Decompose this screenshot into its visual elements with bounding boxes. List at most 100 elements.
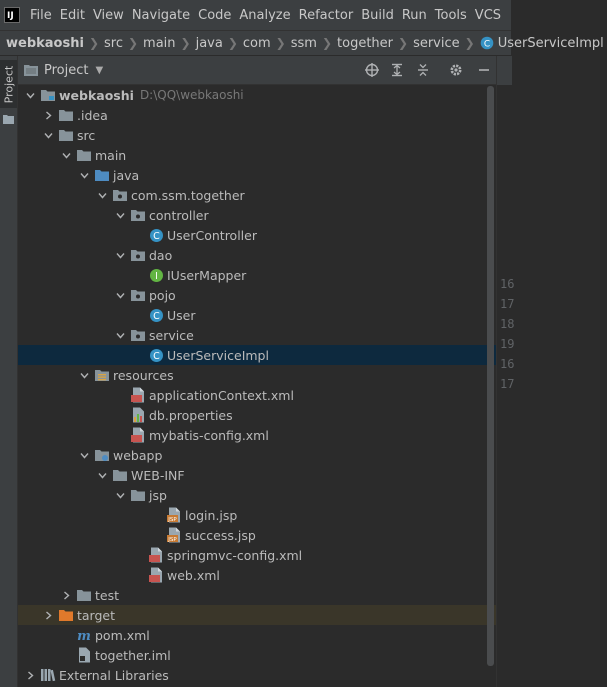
- line-number: 16: [500, 277, 515, 291]
- tree-row[interactable]: com.ssm.together: [18, 185, 496, 205]
- chevron-down-icon[interactable]: [78, 165, 90, 185]
- tree-label: WEB-INF: [131, 467, 185, 483]
- tree-spacer: [132, 345, 144, 365]
- tree-row[interactable]: External Libraries: [18, 665, 496, 685]
- folder-icon: [112, 467, 128, 483]
- chevron-down-icon[interactable]: [24, 85, 36, 105]
- menu-item[interactable]: Edit: [59, 7, 85, 23]
- tree-row[interactable]: mybatis-config.xml: [18, 425, 496, 445]
- tree-spacer: [150, 505, 162, 525]
- tree-row[interactable]: dao: [18, 245, 496, 265]
- intellij-logo-icon[interactable]: IJ: [4, 7, 20, 23]
- menu-item[interactable]: View: [92, 7, 124, 23]
- chevron-down-icon[interactable]: [96, 465, 108, 485]
- menu-item[interactable]: Refactor: [298, 7, 354, 23]
- chevron-down-icon[interactable]: [114, 285, 126, 305]
- tree-row[interactable]: controller: [18, 205, 496, 225]
- expand-all-icon[interactable]: [389, 62, 405, 78]
- tree-row[interactable]: springmvc-config.xml: [18, 545, 496, 565]
- class-icon: C: [148, 307, 164, 323]
- menu-item[interactable]: Tools: [434, 7, 467, 23]
- folder-icon: [76, 147, 92, 163]
- package-icon: [130, 207, 146, 223]
- tree-row[interactable]: target: [18, 605, 496, 625]
- menu-item[interactable]: File: [30, 7, 52, 23]
- tree-row[interactable]: webapp: [18, 445, 496, 465]
- tree-row[interactable]: main: [18, 145, 496, 165]
- tree-label: together.iml: [95, 647, 171, 663]
- chevron-down-icon[interactable]: [78, 445, 90, 465]
- properties-icon: [130, 407, 146, 423]
- project-tool-tab[interactable]: Project: [0, 60, 17, 108]
- tree-row[interactable]: together.iml: [18, 645, 496, 665]
- tree-row[interactable]: java: [18, 165, 496, 185]
- collapse-all-icon[interactable]: [415, 62, 431, 78]
- svg-text:JSP: JSP: [167, 537, 177, 543]
- chevron-down-icon[interactable]: [60, 145, 72, 165]
- folder-icon[interactable]: [3, 112, 14, 127]
- tree-row[interactable]: src: [18, 125, 496, 145]
- tree-spacer: [114, 405, 126, 425]
- tree-row[interactable]: jsp: [18, 485, 496, 505]
- locate-icon[interactable]: [364, 62, 380, 78]
- folder-icon: [76, 587, 92, 603]
- tree-row[interactable]: db.properties: [18, 405, 496, 425]
- chevron-down-icon[interactable]: [114, 485, 126, 505]
- tree-label: main: [95, 147, 127, 163]
- breadcrumb-item[interactable]: com: [240, 36, 274, 51]
- tree-row[interactable]: .idea: [18, 105, 496, 125]
- menu-item[interactable]: Run: [401, 7, 427, 23]
- tree-row[interactable]: resources: [18, 365, 496, 385]
- chevron-right-icon: ❯: [398, 36, 409, 50]
- project-view-selector[interactable]: Project ▼: [24, 63, 103, 78]
- breadcrumb-item[interactable]: ssm: [288, 36, 320, 51]
- breadcrumb-item[interactable]: service: [410, 36, 463, 51]
- chevron-down-icon[interactable]: [114, 205, 126, 225]
- chevron-right-icon[interactable]: [60, 585, 72, 605]
- menu-item[interactable]: VCS: [474, 7, 502, 23]
- breadcrumb-item[interactable]: java: [193, 36, 226, 51]
- gear-icon[interactable]: [448, 62, 464, 78]
- tree-row[interactable]: pojo: [18, 285, 496, 305]
- chevron-down-icon[interactable]: [114, 325, 126, 345]
- chevron-right-icon[interactable]: [42, 105, 54, 125]
- svg-text:C: C: [484, 40, 490, 50]
- tree-row[interactable]: WEB-INF: [18, 465, 496, 485]
- menu-item[interactable]: Analyze: [239, 7, 291, 23]
- tree-row[interactable]: JSP success.jsp: [18, 525, 496, 545]
- chevron-right-icon[interactable]: [42, 605, 54, 625]
- chevron-right-icon[interactable]: [24, 665, 36, 685]
- chevron-down-icon[interactable]: [96, 185, 108, 205]
- tree-row[interactable]: web.xml: [18, 565, 496, 585]
- breadcrumb-item[interactable]: src: [101, 36, 126, 51]
- menu-item[interactable]: Code: [198, 7, 232, 23]
- hide-icon[interactable]: [476, 62, 492, 78]
- tree-row[interactable]: service: [18, 325, 496, 345]
- breadcrumb-item[interactable]: webkaoshi: [0, 36, 87, 51]
- menu-item[interactable]: Navigate: [131, 7, 191, 23]
- module-folder-icon: [40, 87, 56, 103]
- tree-scrollbar[interactable]: [487, 86, 494, 666]
- tree-label: success.jsp: [185, 527, 256, 543]
- chevron-down-icon[interactable]: [42, 125, 54, 145]
- tree-spacer: [132, 305, 144, 325]
- chevron-down-icon[interactable]: [114, 245, 126, 265]
- chevron-down-icon[interactable]: [78, 365, 90, 385]
- tree-spacer: [114, 385, 126, 405]
- breadcrumb-item[interactable]: main: [140, 36, 178, 51]
- line-number: 18: [500, 317, 515, 331]
- tree-row[interactable]: test: [18, 585, 496, 605]
- breadcrumb-item[interactable]: together: [334, 36, 396, 51]
- tree-label: pojo: [149, 287, 176, 303]
- menu-item[interactable]: Build: [361, 7, 394, 23]
- tree-row[interactable]: applicationContext.xml: [18, 385, 496, 405]
